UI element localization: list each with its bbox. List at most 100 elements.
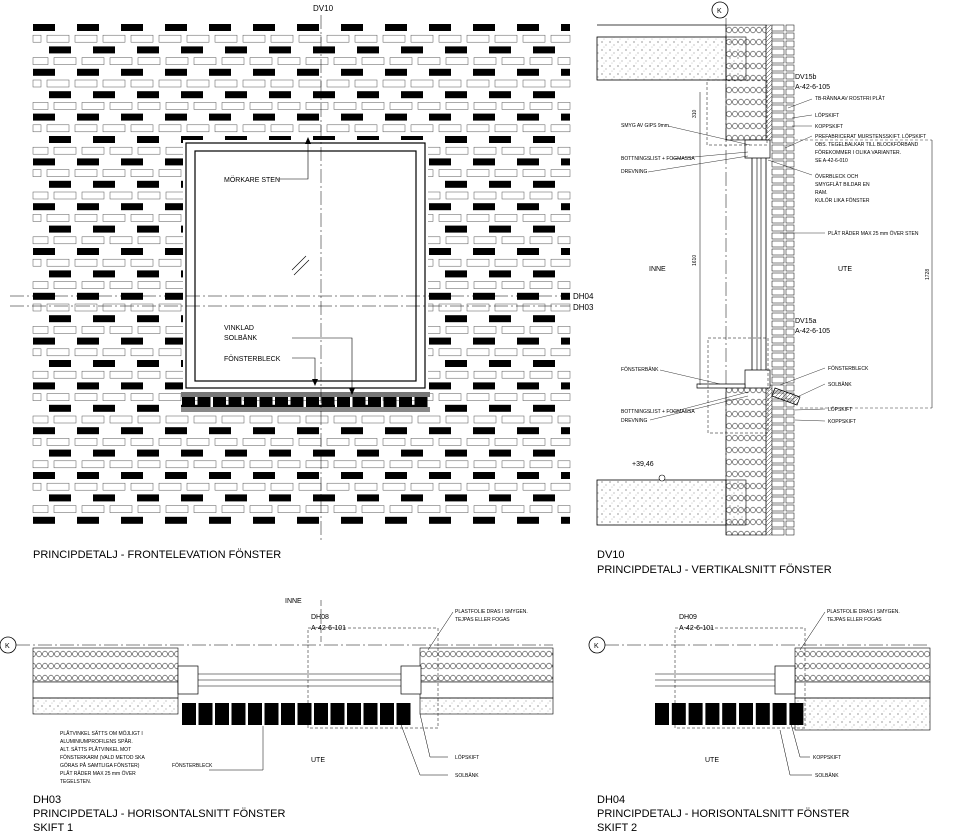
facade-brick: [771, 472, 785, 480]
brick-dark: [137, 270, 159, 278]
brick-light: [333, 460, 357, 469]
brick-light: [137, 57, 161, 65]
brick-light: [221, 102, 245, 110]
brick-light: [417, 57, 441, 65]
brick-light: [32, 370, 49, 379]
brick-light: [550, 258, 571, 267]
brick-light: [354, 482, 378, 491]
brick-dark: [533, 315, 555, 323]
facade-brick: [785, 168, 795, 176]
facade-brick: [785, 64, 795, 72]
glass-reflection: [291, 255, 307, 271]
facade-brick: [771, 240, 785, 248]
brick-light: [221, 460, 245, 469]
brick-dark: [429, 68, 451, 76]
label-flashing: FÖNSTERBLECK: [172, 762, 213, 769]
brick-dark: [49, 404, 71, 412]
brick-light: [494, 79, 518, 88]
brick-light: [389, 505, 413, 513]
brick-light: [53, 57, 77, 65]
brick-light: [32, 124, 42, 133]
brick-dark: [313, 136, 335, 143]
facade-brick-column: [771, 24, 795, 536]
facade-brick: [785, 496, 795, 504]
brick-dark: [517, 68, 539, 76]
brick-light: [410, 79, 434, 88]
brick-light: [46, 169, 70, 177]
brick-dark: [209, 427, 231, 435]
brick-light: [382, 124, 406, 133]
label-ute: UTE: [838, 266, 852, 273]
brick-light: [557, 146, 571, 155]
brick-light: [277, 505, 301, 513]
brick-light: [361, 415, 385, 424]
brick-light: [32, 34, 42, 43]
brick-light: [158, 79, 182, 88]
brick-dark: [385, 68, 407, 76]
brick-dark: [297, 68, 319, 76]
facade-brick: [785, 520, 795, 528]
brick-light: [389, 57, 413, 65]
window-frame-inner: [194, 150, 417, 382]
brick-dark: [473, 516, 495, 524]
brick-light: [438, 303, 462, 312]
slab-top: [596, 36, 727, 81]
facade-brick: [771, 272, 785, 280]
facade-brick: [785, 160, 795, 168]
brick-light: [32, 236, 49, 245]
brick-dark: [445, 136, 467, 143]
brick-dark: [429, 427, 451, 435]
brick-light: [494, 348, 518, 357]
brick-dark: [473, 248, 495, 255]
brick-light: [382, 438, 406, 446]
label-sill-2: SOLBÄNK: [224, 334, 257, 342]
brick-light: [473, 191, 497, 200]
brick-dark: [561, 337, 570, 345]
facade-brick: [771, 288, 785, 296]
brick-light: [32, 169, 42, 177]
brick-dark: [181, 449, 203, 457]
sill-brick-row: [182, 703, 411, 725]
facade-brick: [785, 440, 795, 448]
sill-brick: [259, 397, 273, 407]
sill-brick: [755, 703, 770, 725]
brick-light: [130, 482, 154, 491]
brick-light: [74, 482, 98, 491]
brick-light: [445, 102, 469, 110]
facade-brick: [771, 144, 785, 152]
brick-dark: [77, 292, 99, 300]
brick-light: [130, 79, 154, 88]
brick-light: [32, 326, 49, 334]
label-koppskift: KOPPSKIFT: [813, 755, 841, 761]
brick-light: [32, 281, 49, 289]
brick-light: [242, 124, 266, 133]
brick-light: [494, 169, 518, 177]
brick-dark: [165, 203, 187, 211]
facade-brick: [785, 112, 795, 120]
brick-dark: [77, 248, 99, 255]
brick-dark: [357, 91, 379, 99]
facade-brick: [785, 344, 795, 352]
facade-brick: [771, 336, 785, 344]
brick-dark: [533, 91, 555, 99]
brick-light: [249, 460, 273, 469]
brick-light: [74, 79, 98, 88]
facade-brick: [785, 376, 795, 384]
brick-light: [326, 124, 350, 133]
brick-light: [550, 169, 571, 177]
brick-light: [102, 438, 126, 446]
brick-light: [445, 146, 469, 155]
brick-light: [242, 438, 266, 446]
brick-dark: [269, 136, 291, 143]
brick-light: [529, 505, 553, 513]
brick-light: [137, 460, 161, 469]
brick-light: [522, 79, 546, 88]
brick-light: [109, 146, 133, 155]
brick-dark: [93, 315, 115, 323]
brick-dark: [93, 46, 115, 54]
facade-brick: [785, 192, 795, 200]
brick-dark: [561, 203, 570, 211]
section-mark-dh04: DH04: [573, 292, 594, 301]
brick-light: [466, 214, 490, 222]
ref-dh09-code: A-42-6-101: [679, 625, 714, 632]
